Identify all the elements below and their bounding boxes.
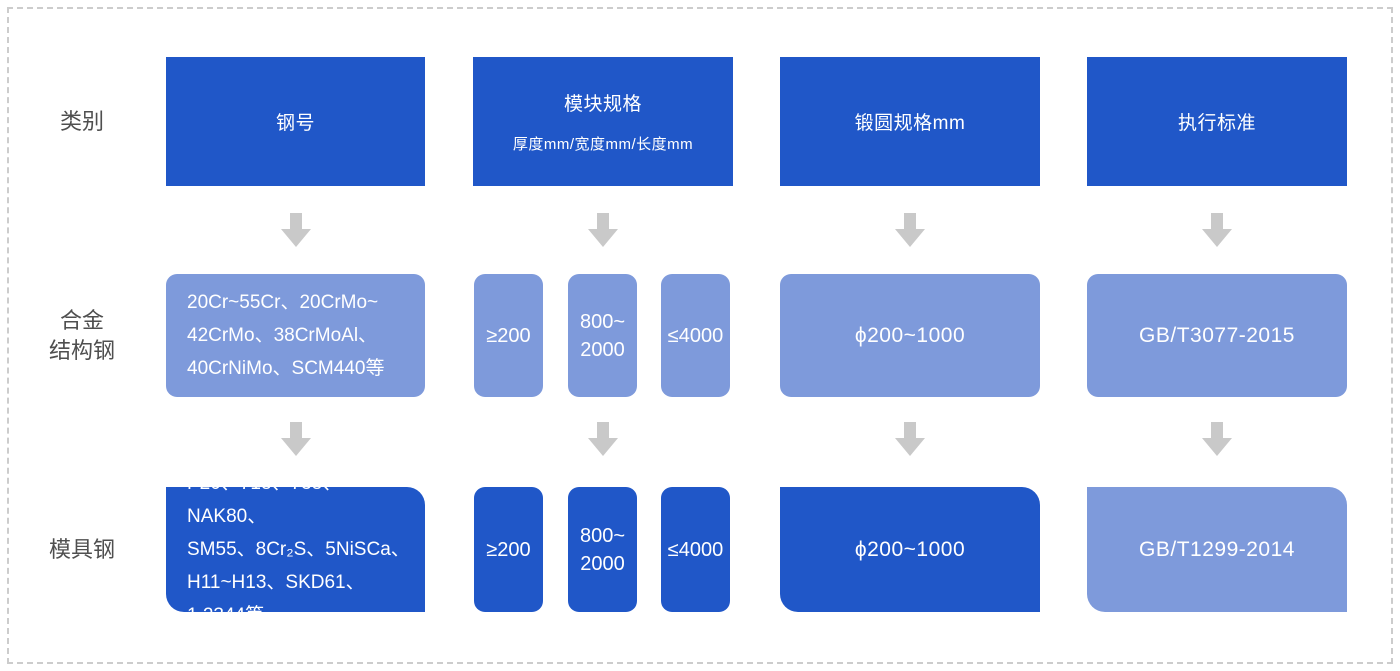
alloy-width-box: 800~ 2000: [568, 274, 637, 397]
down-arrow-icon: [1202, 213, 1232, 247]
mold-steel-grades-box: P20、718、738、NAK80、 SM55、8Cr₂S、5NiSCa、 H1…: [166, 473, 425, 626]
dashed-border: [7, 7, 1393, 664]
header-steel-number: 钢号: [166, 57, 425, 186]
alloy-thickness-box: ≥200: [474, 274, 543, 397]
mold-forged-round-box: ϕ200~1000: [780, 487, 1040, 612]
row-label-alloy-structural-steel: 合金 结构钢: [48, 307, 115, 363]
header-module-spec: 模块规格 厚度mm/宽度mm/长度mm: [473, 57, 733, 186]
alloy-forged-round-box: ϕ200~1000: [780, 274, 1040, 397]
alloy-standard-box: GB/T3077-2015: [1087, 274, 1347, 397]
header-execution-standard: 执行标准: [1087, 57, 1347, 186]
module-spec-title: 模块规格: [563, 94, 642, 115]
category-label: 类别: [59, 108, 104, 134]
mold-standard-box: GB/T1299-2014: [1087, 487, 1347, 612]
mold-width-box: 800~ 2000: [568, 487, 637, 612]
header-forged-round-spec: 锻圆规格mm: [780, 57, 1040, 186]
down-arrow-icon: [895, 213, 925, 247]
down-arrow-icon: [895, 422, 925, 456]
down-arrow-icon: [588, 213, 618, 247]
down-arrow-icon: [588, 422, 618, 456]
alloy-steel-grades-box: 20Cr~55Cr、20CrMo~ 42CrMo、38CrMoAl、 40CrN…: [166, 274, 425, 397]
row-label-mold-steel: 模具钢: [48, 536, 115, 562]
mold-thickness-box: ≥200: [474, 487, 543, 612]
down-arrow-icon: [281, 213, 311, 247]
down-arrow-icon: [1202, 422, 1232, 456]
mold-length-box: ≤4000: [661, 487, 730, 612]
down-arrow-icon: [281, 422, 311, 456]
module-spec-subtitle: 厚度mm/宽度mm/长度mm: [512, 136, 694, 153]
alloy-length-box: ≤4000: [661, 274, 730, 397]
